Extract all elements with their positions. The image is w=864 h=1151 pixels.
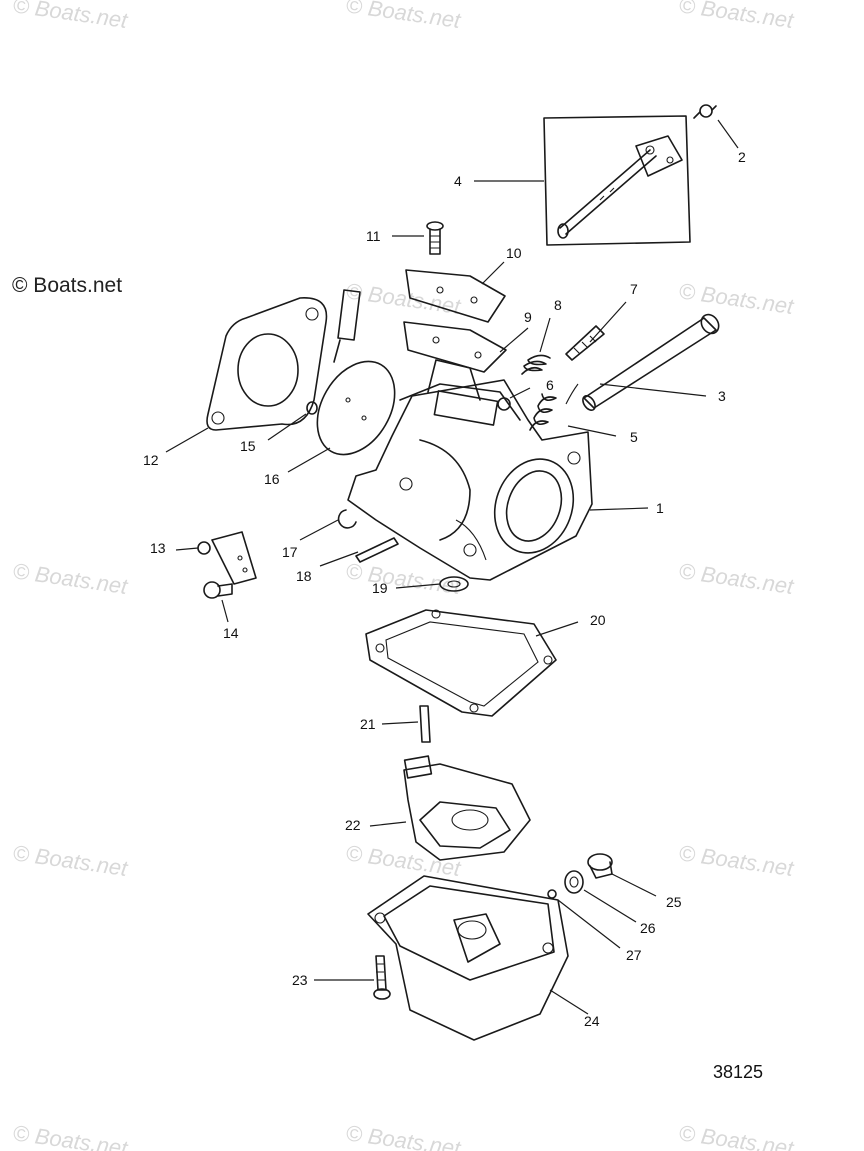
callout-7: 7 — [630, 281, 638, 297]
part-25-drain-plug[interactable] — [587, 853, 613, 879]
part-27-screw[interactable] — [547, 889, 557, 899]
part-23-screw[interactable] — [373, 955, 391, 1000]
part-20-bowl-gasket[interactable] — [365, 609, 557, 717]
part-6-screw[interactable] — [497, 397, 511, 411]
part-22-float[interactable] — [403, 755, 531, 861]
part-13-throttle-link[interactable] — [197, 531, 257, 585]
watermark-text: © Boats.net — [677, 278, 796, 319]
leader-lines — [165, 119, 739, 1015]
part-16-diaphragm[interactable] — [302, 289, 411, 468]
callout-17: 17 — [282, 544, 298, 560]
callout-27: 27 — [626, 947, 642, 963]
callout-14: 14 — [223, 625, 239, 641]
callout-24: 24 — [584, 1013, 600, 1029]
watermark-text: © Boats.net — [11, 1120, 130, 1151]
watermark-text: © Boats.net — [677, 0, 796, 33]
callout-6: 6 — [546, 377, 554, 393]
part-17-e-clip[interactable] — [337, 509, 357, 529]
callout-13: 13 — [150, 540, 166, 556]
part-1-carburetor-body[interactable] — [347, 359, 593, 581]
part-18-pin[interactable] — [355, 537, 399, 563]
callout-8: 8 — [554, 297, 562, 313]
figure-id: 38125 — [713, 1062, 764, 1082]
watermark-text: © Boats.net — [11, 0, 130, 33]
callout-3: 3 — [718, 388, 726, 404]
part-11-screw[interactable] — [426, 221, 444, 255]
part-12-flange-gasket[interactable] — [206, 297, 328, 431]
watermark-text: © Boats.net — [344, 1120, 463, 1151]
callout-16: 16 — [264, 471, 280, 487]
callout-labels: 1 2 3 4 5 6 7 8 9 10 11 12 13 14 15 16 1… — [143, 149, 746, 1029]
callout-22: 22 — [345, 817, 361, 833]
watermark-text: © Boats.net — [344, 278, 463, 319]
part-26-washer[interactable] — [564, 870, 584, 894]
part-7-adjusting-screw[interactable] — [565, 325, 605, 361]
callout-19: 19 — [372, 580, 388, 596]
part-14-screw[interactable] — [203, 581, 233, 599]
callout-9: 9 — [524, 309, 532, 325]
watermark-text: © Boats.net — [677, 1120, 796, 1151]
callout-23: 23 — [292, 972, 308, 988]
callout-5: 5 — [630, 429, 638, 445]
part-15-screw[interactable] — [306, 401, 318, 415]
part-4-throttle-shaft-kit[interactable] — [543, 115, 691, 246]
part-8-spring[interactable] — [521, 354, 551, 375]
callout-18: 18 — [296, 568, 312, 584]
watermark-text: © Boats.net — [11, 558, 130, 599]
callout-26: 26 — [640, 920, 656, 936]
callout-10: 10 — [506, 245, 522, 261]
copyright-notice: © Boats.net — [12, 274, 123, 297]
watermark-text: © Boats.net — [344, 0, 463, 33]
part-5-spring[interactable] — [529, 383, 579, 431]
watermark-text: © Boats.net — [677, 840, 796, 881]
callout-12: 12 — [143, 452, 159, 468]
callout-4: 4 — [454, 173, 462, 189]
part-10-plate[interactable] — [405, 269, 506, 323]
watermark-text: © Boats.net — [677, 558, 796, 599]
part-24-float-bowl[interactable] — [367, 875, 569, 1041]
watermark-text: © Boats.net — [11, 840, 130, 881]
callout-20: 20 — [590, 612, 606, 628]
callout-1: 1 — [656, 500, 664, 516]
part-21-pin[interactable] — [419, 705, 431, 743]
part-3-fuel-needle[interactable] — [580, 311, 722, 412]
part-9-gasket-plate[interactable] — [403, 321, 507, 373]
callout-15: 15 — [240, 438, 256, 454]
callout-21: 21 — [360, 716, 376, 732]
callout-11: 11 — [366, 228, 381, 244]
callout-25: 25 — [666, 894, 682, 910]
callout-2: 2 — [738, 149, 746, 165]
part-2-screw[interactable] — [693, 104, 717, 119]
